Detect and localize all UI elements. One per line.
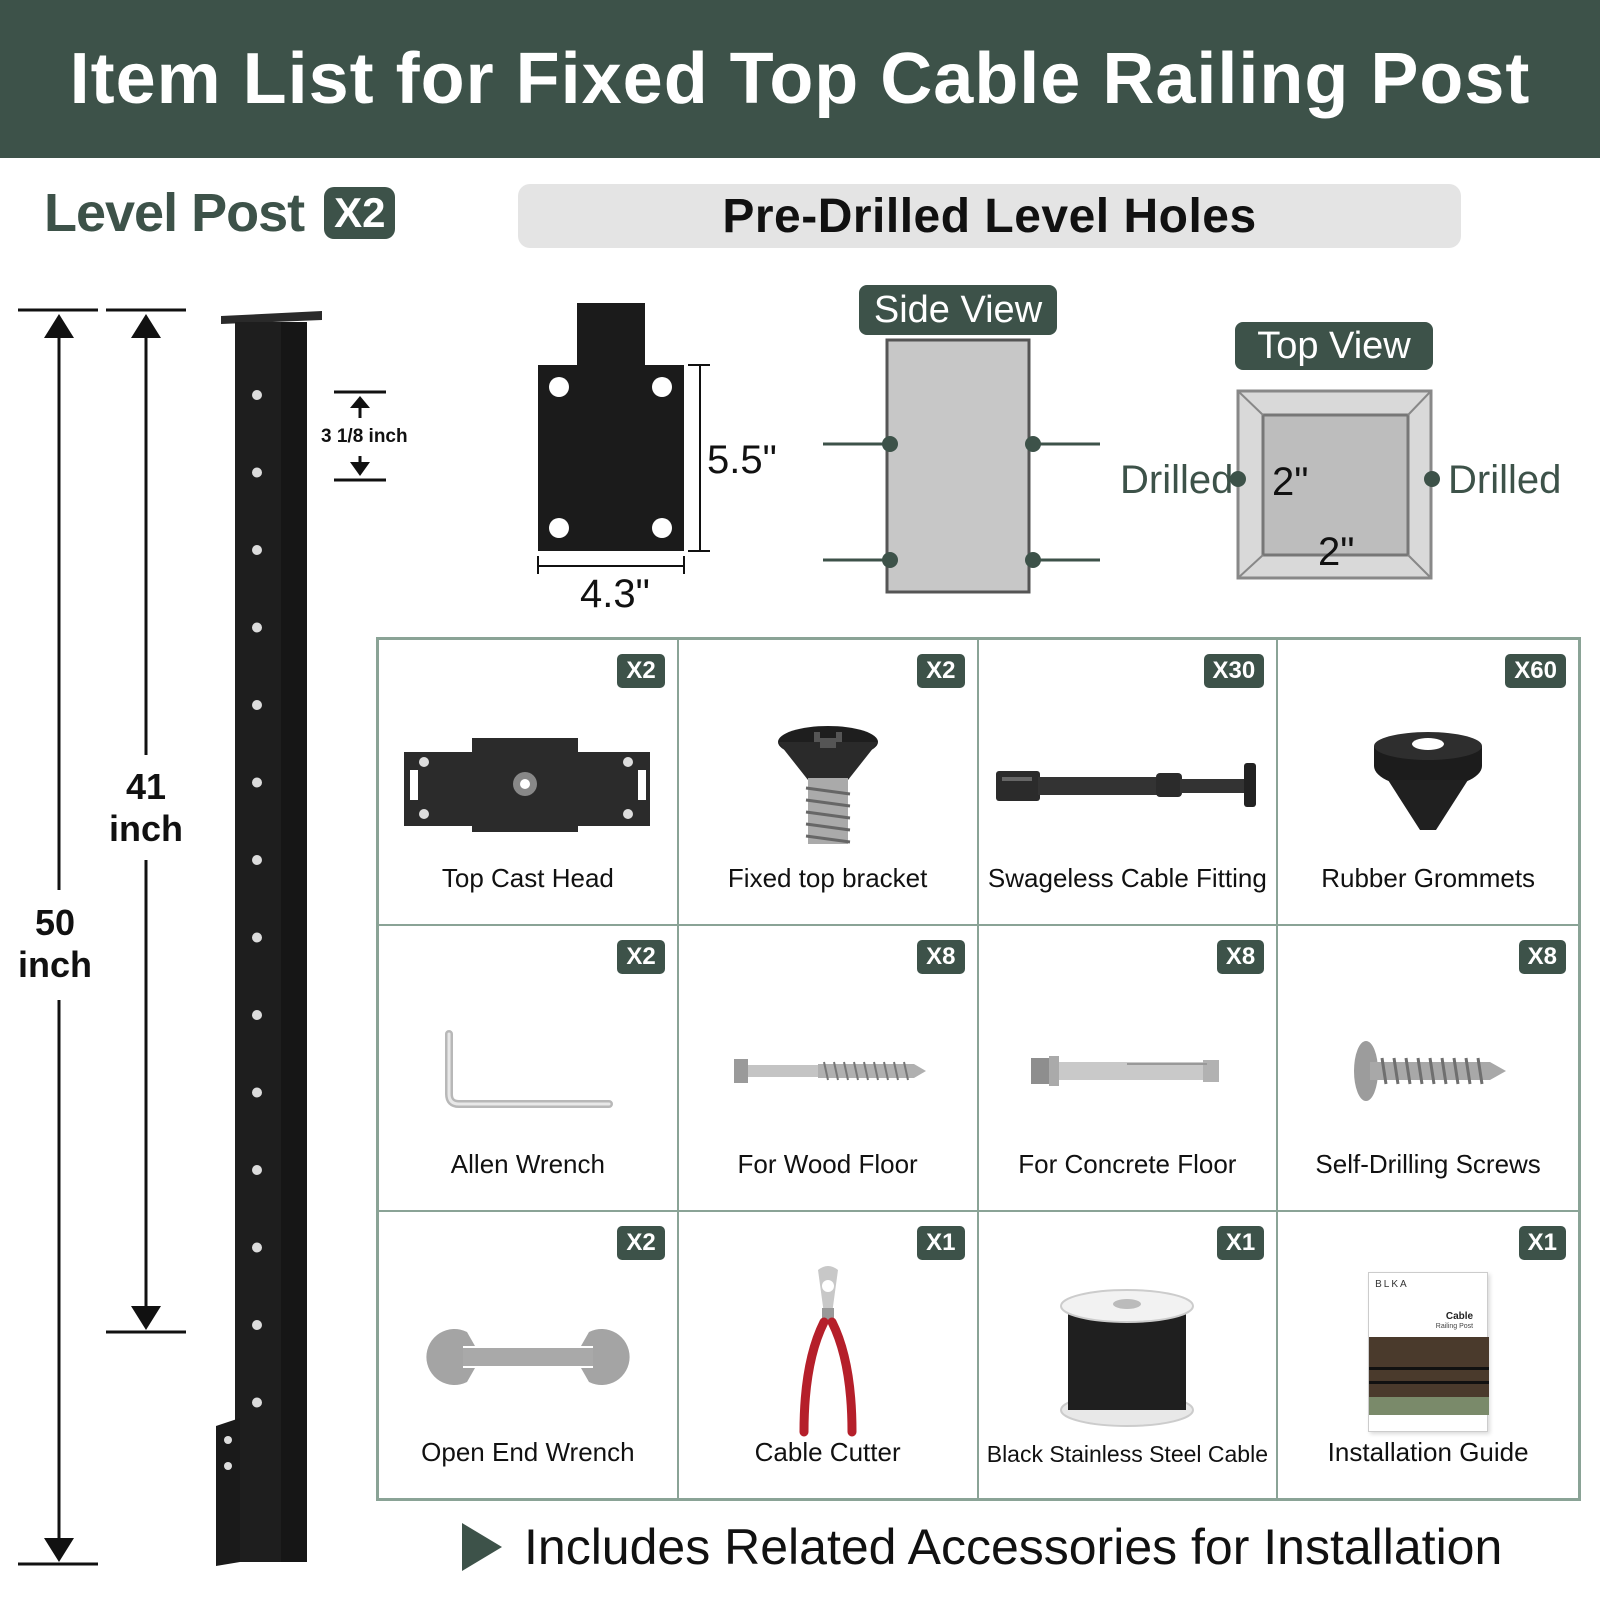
item-label: Fixed top bracket xyxy=(727,863,928,893)
guide-subtitle: Railing Post xyxy=(1435,1323,1474,1330)
quantity-badge: X1 xyxy=(1216,1226,1265,1260)
quantity-badge: X2 xyxy=(917,654,965,688)
top-view-label: Top View xyxy=(1235,322,1433,370)
item-label: Cable Cutter xyxy=(754,1437,901,1467)
post-hole xyxy=(252,932,262,943)
level-post-quantity-badge: X2 xyxy=(324,187,396,239)
quantity-badge: X2 xyxy=(617,654,665,688)
item-label: Allen Wrench xyxy=(450,1149,605,1179)
dimension-50-inch xyxy=(18,308,98,1566)
item-cell-top-cast-head: X2 Top Cast Head xyxy=(379,640,679,926)
quantity-badge: X8 xyxy=(917,940,965,974)
header-bar: Item List for Fixed Top Cable Railing Po… xyxy=(0,0,1600,158)
top-view-drawing xyxy=(1230,389,1440,580)
side-view-label: Side View xyxy=(859,285,1057,335)
item-label: Self-Drilling Screws xyxy=(1315,1149,1541,1179)
guide-brand: BLKA xyxy=(1375,1279,1409,1290)
quantity-badge: X8 xyxy=(1216,940,1265,974)
anchor-bolt-icon xyxy=(1031,1056,1220,1086)
item-label: Installation Guide xyxy=(1327,1437,1529,1467)
hole-spacing-dimension xyxy=(334,390,386,482)
guide-title: Cable xyxy=(1445,1311,1474,1322)
post-hole xyxy=(252,1397,262,1408)
post-hole xyxy=(252,700,262,710)
quantity-badge: X2 xyxy=(617,940,665,974)
side-view-drawing xyxy=(823,338,1100,594)
cable-fitting-icon xyxy=(996,763,1257,807)
post-hole xyxy=(252,1242,262,1253)
base-plate-width: 4.3" xyxy=(580,572,650,616)
item-cell-fixed-top-bracket: X2 Fixed top bracket xyxy=(678,640,979,926)
item-cell-wood-floor: X8 For Wood Floor xyxy=(678,926,979,1212)
cable-cutter-icon xyxy=(799,1266,857,1437)
height-50-unit: inch xyxy=(17,944,92,985)
item-cell-black-cable: X1 Black Stainless Steel Cable xyxy=(979,1212,1279,1498)
footer-note: Includes Related Accessories for Install… xyxy=(462,1518,1502,1576)
guide-booklet-icon: BLKA Cable Railing Post xyxy=(1368,1272,1490,1432)
quantity-badge: X2 xyxy=(617,1226,665,1260)
page-title: Item List for Fixed Top Cable Railing Po… xyxy=(69,39,1531,119)
item-label: For Concrete Floor xyxy=(1018,1149,1237,1179)
top-view-left-drilled: Drilled xyxy=(1120,458,1234,502)
item-label: Top Cast Head xyxy=(441,863,614,893)
item-cell-concrete-floor: X8 For Concrete Floor xyxy=(978,926,1279,1212)
item-label: Swageless Cable Fitting xyxy=(987,863,1267,893)
height-50-value: 50 xyxy=(34,902,76,943)
item-label: Open End Wrench xyxy=(421,1437,635,1467)
post-hole xyxy=(252,390,262,400)
cable-spool-icon xyxy=(1060,1289,1195,1427)
quantity-badge: X8 xyxy=(1518,940,1566,974)
post-hole xyxy=(252,777,262,788)
railing-post-drawing xyxy=(216,311,322,1566)
play-arrow-icon xyxy=(462,1523,502,1571)
self-drilling-screw-icon xyxy=(1354,1041,1507,1101)
post-hole xyxy=(252,467,262,478)
banner-title: Pre-Drilled Level Holes xyxy=(722,189,1257,243)
item-label: Rubber Grommets xyxy=(1321,863,1536,893)
post-hole xyxy=(252,1320,262,1330)
level-post-label: Level Post xyxy=(44,183,305,243)
item-cell-allen-wrench: X2 Allen Wrench xyxy=(379,926,679,1212)
dimension-41-inch xyxy=(106,308,186,1334)
top-view-right-drilled: Drilled xyxy=(1448,458,1562,502)
post-hole xyxy=(252,855,262,865)
item-cell-swageless-cable-fitting: X30 Swageless Cable Fitting xyxy=(978,640,1279,926)
item-cell-open-end-wrench: X2 Open End Wrench xyxy=(379,1212,679,1498)
top-view-inner-dim: 2" xyxy=(1272,460,1309,504)
grommet-icon xyxy=(1374,732,1483,830)
post-hole xyxy=(252,1010,262,1020)
allen-wrench-icon xyxy=(444,1030,613,1108)
height-41-value: 41 xyxy=(125,766,167,807)
item-cell-cable-cutter: X1 Cable Cutter xyxy=(679,1212,979,1498)
post-hole xyxy=(252,1087,262,1098)
item-label: Black Stainless Steel Cable xyxy=(986,1441,1268,1467)
item-cell-self-drilling-screws: X8 Self-Drilling Screws xyxy=(1278,926,1578,1212)
item-cell-rubber-grommets: X60 Rubber Grommets xyxy=(1278,640,1578,926)
post-hole xyxy=(252,545,262,555)
quantity-badge: X1 xyxy=(917,1226,965,1260)
level-post-heading: Level Post X2 xyxy=(44,182,396,244)
quantity-badge: X30 xyxy=(1203,654,1265,688)
post-hole xyxy=(252,1165,262,1175)
height-41-unit: inch xyxy=(108,808,183,849)
top-view-bottom-dim: 2" xyxy=(1318,530,1355,574)
item-label: For Wood Floor xyxy=(737,1149,918,1179)
open-end-wrench-icon xyxy=(426,1329,630,1385)
item-cell-installation-guide: X1 BLKA Cable Railing Post Installation … xyxy=(1278,1212,1578,1498)
post-hole xyxy=(252,622,262,633)
screw-bracket-icon xyxy=(777,726,878,844)
quantity-badge: X1 xyxy=(1518,1226,1566,1260)
base-plate-height: 5.5" xyxy=(707,438,777,482)
top-cast-head-icon xyxy=(403,738,650,832)
pre-drilled-banner: Pre-Drilled Level Holes xyxy=(518,184,1461,248)
item-grid: X2 Top Cast Head X2 xyxy=(376,637,1581,1501)
hole-spacing-label: 3 1/8 inch xyxy=(321,426,408,447)
base-plate-drawing xyxy=(537,303,710,574)
quantity-badge: X60 xyxy=(1505,654,1566,688)
footer-text: Includes Related Accessories for Install… xyxy=(524,1519,1503,1575)
lag-screw-icon xyxy=(733,1059,926,1083)
